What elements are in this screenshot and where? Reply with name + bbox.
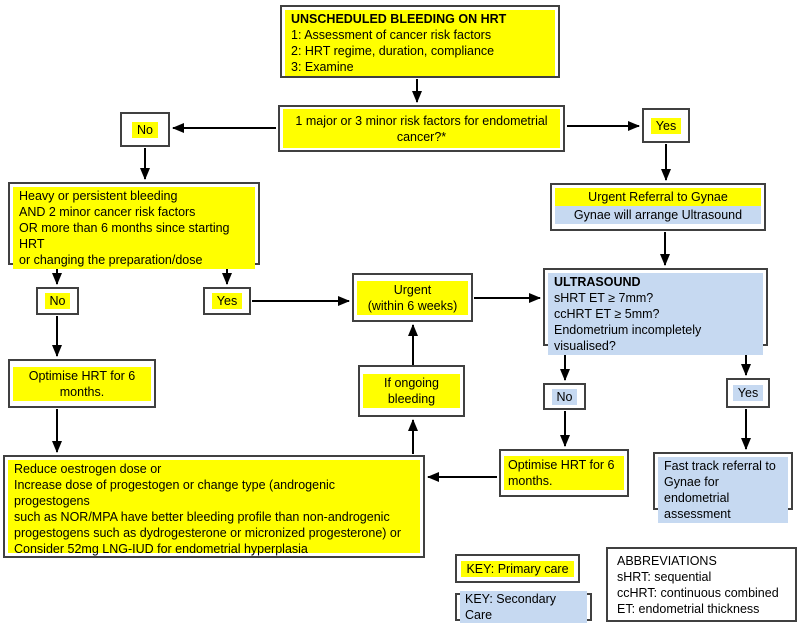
node-ultrasound: ULTRASOUND sHRT ET ≥ 7mm? ccHRT ET ≥ 5mm… [543,268,768,355]
text-line: (within 6 weeks) [367,298,458,313]
ultrasound-title: ULTRASOUND [554,275,641,289]
text-line: ccHRT ET ≥ 5mm? [554,307,660,321]
text-line: or changing the preparation/dose [19,253,203,267]
text-line: Urgent [393,282,432,297]
text-line: If ongoing [384,376,439,390]
text-line: such as NOR/MPA have better bleeding pro… [14,510,390,524]
node-urgent-referral: Urgent Referral to Gynae Gynae will arra… [550,183,766,231]
text-line: ET: endometrial thickness [617,602,760,616]
node-ultrasound-yes: Yes [726,378,770,408]
text-line: Increase dose of progestogen or change t… [14,478,336,508]
text-line: Reduce oestrogen dose or [14,462,162,476]
key-secondary-label: KEY: Secondary Care [460,591,587,623]
text-line: Consider 52mg LNG-IUD for endometrial hy… [14,542,308,556]
text-line: sHRT: sequential [617,570,712,584]
urgent-referral-secondary: Gynae will arrange Ultrasound [555,206,761,224]
node-optimise-left: Optimise HRT for 6 months. [8,359,156,408]
node-heavy-bleeding: Heavy or persistent bleeding AND 2 minor… [8,182,260,269]
node-fast-track: Fast track referral to Gynae for endomet… [653,452,793,523]
text-line: months. [508,474,553,488]
text-line: ccHRT: continuous combined [617,586,779,600]
key-primary-label: KEY: Primary care [461,560,574,577]
node-heavy-no: No [36,287,79,315]
text-line: bleeding [387,392,436,406]
node-risk-yes: Yes [642,108,690,143]
key-secondary-care: KEY: Secondary Care [455,591,592,623]
start-title: UNSCHEDULED BLEEDING ON HRT [291,12,507,26]
heavy-yes-label: Yes [211,293,243,309]
heavy-no-label: No [44,293,71,309]
text-line: assessment [664,507,731,521]
text-line: 2: HRT regime, duration, compliance [291,44,495,58]
text-line: Endometrium incompletely visualised? [554,323,702,353]
abbreviations-box: ABBREVIATIONS sHRT: sequential ccHRT: co… [606,547,797,622]
text-line: Gynae for endometrial [664,475,730,505]
text-line: 1: Assessment of cancer risk factors [291,28,492,42]
node-risk-question: 1 major or 3 minor risk factors for endo… [278,105,565,152]
text-line: 3: Examine [291,60,354,74]
node-reduce-oestrogen: Reduce oestrogen dose or Increase dose o… [3,455,425,558]
node-urgent: Urgent (within 6 weeks) [352,273,473,322]
ultrasound-no-label: No [551,388,578,405]
text-line: months. [59,384,105,399]
text-line: sHRT ET ≥ 7mm? [554,291,654,305]
node-risk-no: No [120,112,170,147]
node-start: UNSCHEDULED BLEEDING ON HRT 1: Assessmen… [280,5,560,78]
risk-no-label: No [132,121,158,138]
text-line: progestogens such as dydrogesterone or m… [14,526,402,540]
text-line: AND 2 minor cancer risk factors [19,205,196,219]
node-optimise-right: Optimise HRT for 6 months. [499,449,629,497]
risk-yes-label: Yes [650,117,682,134]
ultrasound-yes-label: Yes [732,385,764,401]
node-if-ongoing: If ongoing bleeding [358,365,465,417]
text-line: Fast track referral to [664,459,776,473]
text-line: Optimise HRT for 6 [28,368,136,383]
risk-question-text: 1 major or 3 minor risk factors for endo… [283,109,560,148]
text-line: Heavy or persistent bleeding [19,189,178,203]
text-line: OR more than 6 months since starting HRT [19,221,230,251]
text-line: Optimise HRT for 6 [508,458,615,472]
abbreviations-title: ABBREVIATIONS [617,554,717,568]
node-heavy-yes: Yes [203,287,251,315]
urgent-referral-primary: Urgent Referral to Gynae [555,188,761,206]
node-ultrasound-no: No [543,383,586,410]
key-primary-care: KEY: Primary care [455,554,580,583]
